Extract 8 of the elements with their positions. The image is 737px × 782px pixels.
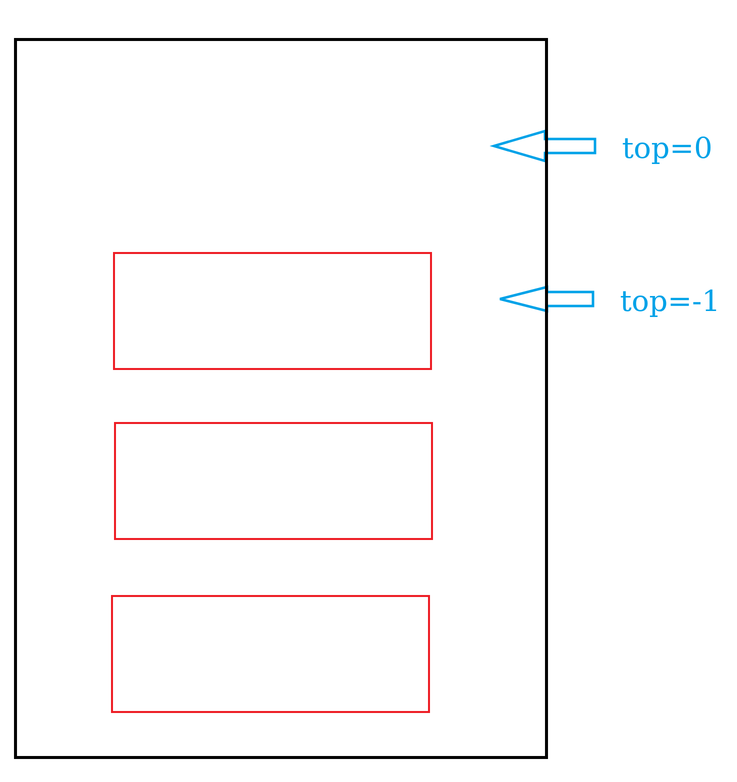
- position-label: top=0: [622, 134, 712, 163]
- item-box: [114, 422, 433, 540]
- block-arrow: [498, 285, 594, 313]
- block-arrow: [490, 129, 596, 163]
- item-box: [111, 595, 430, 713]
- position-label: top=-1: [620, 287, 720, 316]
- container-box: [14, 38, 548, 759]
- item-box: [113, 252, 432, 370]
